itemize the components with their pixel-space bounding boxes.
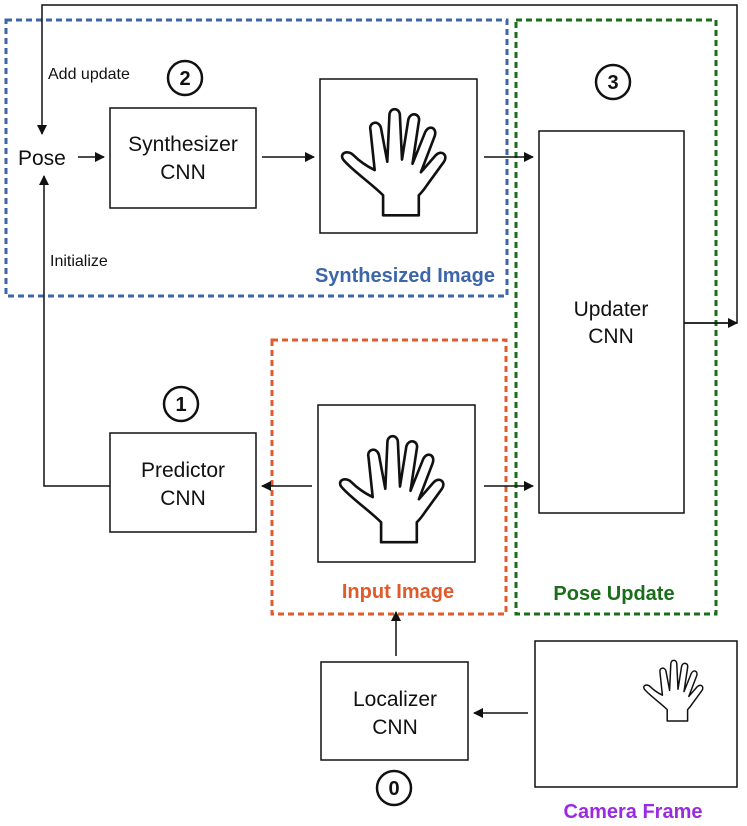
localizer-cnn-line2: CNN bbox=[372, 716, 418, 739]
synthesizer-cnn-line2: CNN bbox=[160, 161, 206, 184]
step-2-number: 2 bbox=[179, 68, 190, 90]
input-image-label: Input Image bbox=[342, 581, 454, 603]
step-1-circle bbox=[162, 385, 200, 423]
step-0-number: 0 bbox=[388, 778, 399, 800]
updater-cnn-line2: CNN bbox=[588, 325, 634, 348]
predictor-cnn-line2: CNN bbox=[160, 487, 206, 510]
pose-label: Pose bbox=[18, 147, 66, 170]
step-2-circle bbox=[166, 59, 204, 97]
predictor-cnn-box bbox=[109, 432, 257, 533]
step-3-number: 3 bbox=[607, 72, 618, 94]
pose-update-region bbox=[514, 18, 718, 616]
synthesized-image-region bbox=[4, 18, 509, 298]
localizer-cnn-box bbox=[320, 661, 469, 761]
updater-cnn-box bbox=[538, 130, 685, 514]
step-1-number: 1 bbox=[175, 394, 186, 416]
arrow-predictor-to-pose bbox=[39, 175, 110, 487]
predictor-cnn-line1: Predictor bbox=[141, 459, 225, 482]
step-0-circle bbox=[375, 769, 413, 807]
initialize-label: Initialize bbox=[50, 253, 108, 270]
synthesized-image-label: Synthesized Image bbox=[315, 265, 495, 287]
step-3-circle bbox=[594, 63, 632, 101]
input-image-region bbox=[270, 338, 508, 616]
synthesizer-cnn-box bbox=[109, 107, 257, 209]
updater-cnn-line1: Updater bbox=[574, 298, 649, 321]
add-update-label: Add update bbox=[48, 66, 130, 83]
camera-frame-box bbox=[534, 640, 738, 788]
camera-frame-label: Camera Frame bbox=[564, 801, 703, 823]
pose-update-label: Pose Update bbox=[553, 583, 674, 605]
localizer-cnn-line1: Localizer bbox=[353, 688, 437, 711]
synthesizer-cnn-line1: Synthesizer bbox=[128, 133, 238, 156]
